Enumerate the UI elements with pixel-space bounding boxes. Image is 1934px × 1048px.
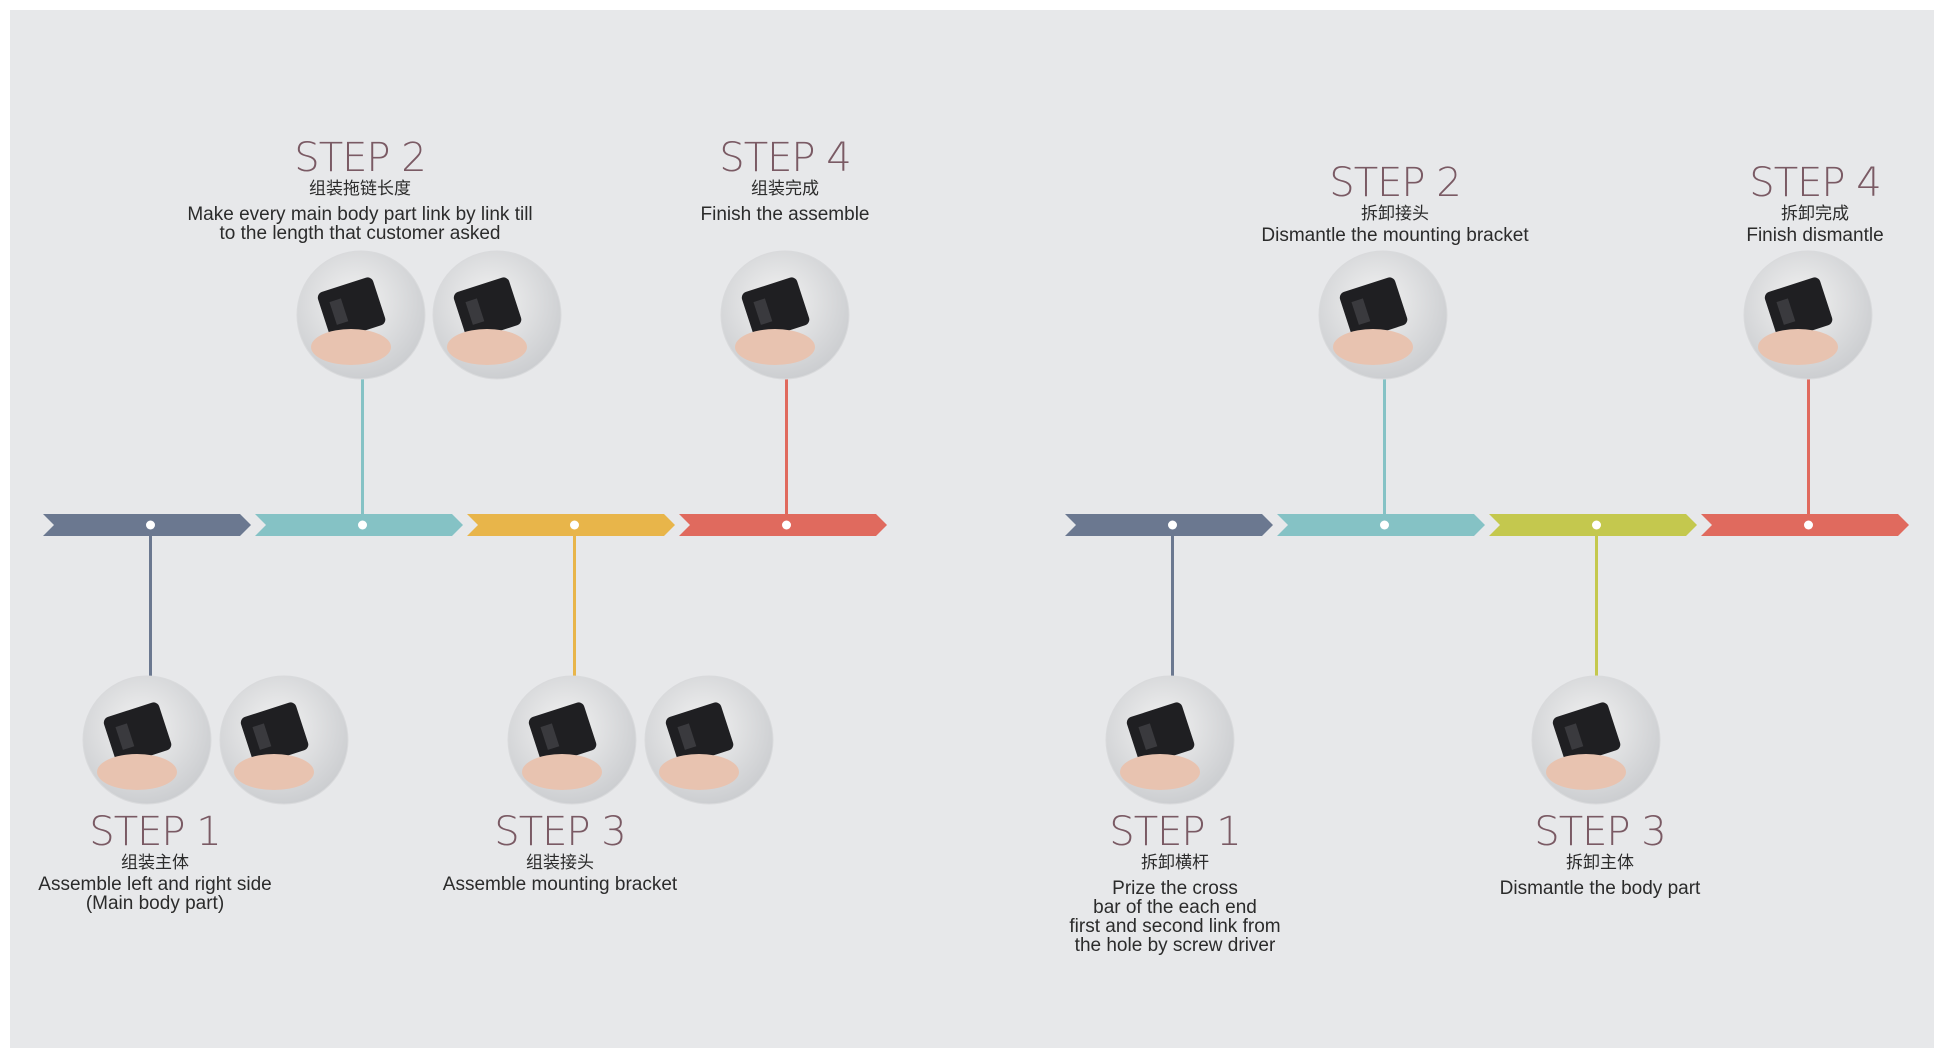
assemble-step-3-label: STEP 3 组装接头 Assemble mounting bracket bbox=[420, 812, 700, 894]
assemble-step-1-photo-2-chain-link bbox=[240, 702, 309, 765]
assemble-step-1-node bbox=[146, 520, 155, 530]
step-english-caption: Assemble mounting bracket bbox=[442, 874, 678, 895]
assemble-step-1-photo-2-hand bbox=[234, 754, 314, 790]
assemble-step-2-node bbox=[358, 520, 367, 530]
step-title: STEP 4 bbox=[1749, 160, 1881, 206]
assemble-step-4-photo-1-chain-slot bbox=[753, 298, 773, 325]
assemble-step-3-node bbox=[570, 520, 579, 530]
assemble-step-4-photo-1-rim bbox=[720, 250, 850, 380]
assemble-step-2-photo-1-rim bbox=[296, 250, 426, 380]
dismantle-step-1-node bbox=[1168, 520, 1177, 530]
step-chinese-caption: 拆卸完成 bbox=[1781, 204, 1849, 224]
step-chinese-caption: 拆卸主体 bbox=[1566, 853, 1634, 873]
step-title: STEP 3 bbox=[1534, 809, 1666, 855]
dismantle-step-4-node bbox=[1804, 520, 1813, 530]
assemble-step-2-photo-2-chain-link bbox=[453, 277, 522, 340]
assemble-step-3-photo-1-rim bbox=[507, 675, 637, 805]
step-english-caption: Make every main body part link by link t… bbox=[187, 204, 533, 244]
dismantle-step-3-photo-1-hand bbox=[1546, 754, 1626, 790]
step-title: STEP 4 bbox=[719, 135, 851, 181]
step-english-caption: Assemble left and right side (Main body … bbox=[38, 874, 272, 914]
dismantle-step-4-photo-1-chain-slot bbox=[1776, 298, 1796, 325]
assemble-step-2-photo-1-hand bbox=[311, 329, 391, 365]
step-chinese-caption: 拆卸接头 bbox=[1361, 204, 1429, 224]
step-chinese-caption: 组装主体 bbox=[121, 853, 189, 873]
step-english-caption: Finish dismantle bbox=[1746, 225, 1884, 246]
dismantle-step-1-photo-1-chain-link bbox=[1126, 702, 1195, 765]
dismantle-step-3-photo-1-chain-link bbox=[1552, 702, 1621, 765]
assemble-step-3-photo-1-hand bbox=[522, 754, 602, 790]
assemble-step-1-photo-1-rim bbox=[82, 675, 212, 805]
assemble-step-2-photo-1-chain-slot bbox=[329, 298, 349, 325]
assemble-step-1-label: STEP 1 组装主体 Assemble left and right side… bbox=[20, 812, 290, 913]
step-chinese-caption: 组装拖链长度 bbox=[309, 179, 411, 199]
assemble-step-1-photo-2-chain-slot bbox=[252, 723, 272, 750]
step-title: STEP 2 bbox=[294, 135, 426, 181]
assemble-step-2-photo-2-chain-slot bbox=[465, 298, 485, 325]
assemble-step-1-photo-1-hand bbox=[97, 754, 177, 790]
step-chinese-caption: 组装接头 bbox=[526, 853, 594, 873]
assemble-step-3-photo-2-rim bbox=[644, 675, 774, 805]
dismantle-step-1-photo-1-hand bbox=[1120, 754, 1200, 790]
step-english-caption: Prize the cross bar of the each end firs… bbox=[1069, 878, 1281, 956]
assemble-step-1-photo-1-chain-link bbox=[103, 702, 172, 765]
dismantle-step-3-photo-1-chain-slot bbox=[1564, 723, 1584, 750]
assemble-step-1-photo-1-chain-slot bbox=[115, 723, 135, 750]
assemble-step-2-photo-2-rim bbox=[432, 250, 562, 380]
dismantle-step-2-photo-1-rim bbox=[1318, 250, 1448, 380]
dismantle-step-4-label: STEP 4 拆卸完成 Finish dismantle bbox=[1730, 163, 1900, 245]
dismantle-step-1-photo-1-rim bbox=[1105, 675, 1235, 805]
assemble-step-4-photo-1-hand bbox=[735, 329, 815, 365]
step-english-caption: Dismantle the body part bbox=[1499, 878, 1701, 899]
assemble-step-3-photo-1-chain-link bbox=[528, 702, 597, 765]
step-title: STEP 3 bbox=[494, 809, 626, 855]
dismantle-step-3-node bbox=[1592, 520, 1601, 530]
assemble-step-3-photo-2-hand bbox=[659, 754, 739, 790]
dismantle-step-4-photo-1-chain-link bbox=[1764, 277, 1833, 340]
assemble-step-3-photo-1-chain-slot bbox=[540, 723, 560, 750]
step-title: STEP 1 bbox=[89, 809, 221, 855]
step-english-caption: Dismantle the mounting bracket bbox=[1261, 225, 1529, 246]
step-chinese-caption: 组装完成 bbox=[751, 179, 819, 199]
assemble-step-1-photo-2-rim bbox=[219, 675, 349, 805]
dismantle-step-1-photo-1-chain-slot bbox=[1138, 723, 1158, 750]
assemble-step-4-photo-1-chain-link bbox=[741, 277, 810, 340]
assemble-step-2-photo-1-chain-link bbox=[317, 277, 386, 340]
step-english-caption: Finish the assemble bbox=[700, 204, 870, 225]
assemble-step-3-photo-2-chain-slot bbox=[677, 723, 697, 750]
dismantle-step-2-photo-1-hand bbox=[1333, 329, 1413, 365]
dismantle-step-2-label: STEP 2 拆卸接头 Dismantle the mounting brack… bbox=[1235, 163, 1555, 245]
assemble-step-4-node bbox=[782, 520, 791, 530]
dismantle-step-4-photo-1-rim bbox=[1743, 250, 1873, 380]
assemble-step-2-photo-2-hand bbox=[447, 329, 527, 365]
dismantle-step-2-node bbox=[1380, 520, 1389, 530]
assemble-step-3-photo-2-chain-link bbox=[665, 702, 734, 765]
assemble-step-4-label: STEP 4 组装完成 Finish the assemble bbox=[655, 138, 915, 224]
dismantle-step-1-label: STEP 1 拆卸横杆 Prize the cross bar of the e… bbox=[1040, 812, 1310, 955]
dismantle-step-2-photo-1-chain-slot bbox=[1351, 298, 1371, 325]
dismantle-step-3-photo-1-rim bbox=[1531, 675, 1661, 805]
step-title: STEP 1 bbox=[1109, 809, 1241, 855]
step-title: STEP 2 bbox=[1329, 160, 1461, 206]
assemble-step-2-label: STEP 2 组装拖链长度 Make every main body part … bbox=[160, 138, 560, 243]
dismantle-step-2-photo-1-chain-link bbox=[1339, 277, 1408, 340]
step-chinese-caption: 拆卸横杆 bbox=[1141, 853, 1209, 873]
dismantle-step-4-photo-1-hand bbox=[1758, 329, 1838, 365]
dismantle-step-3-label: STEP 3 拆卸主体 Dismantle the body part bbox=[1470, 812, 1730, 898]
